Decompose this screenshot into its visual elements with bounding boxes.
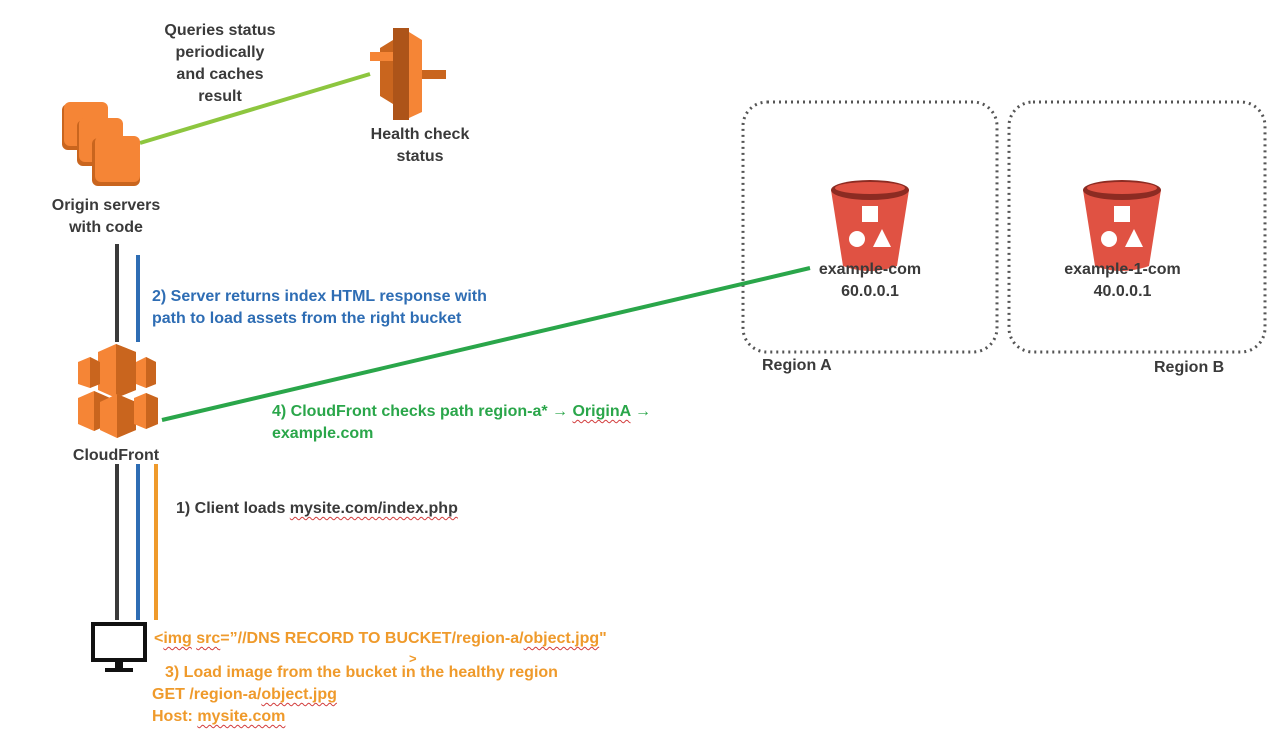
step-3-line: Host: mysite.com xyxy=(152,706,558,728)
health-check-label-line: Health check xyxy=(370,126,470,143)
health-check-label-line: status xyxy=(396,148,444,165)
region-a-box xyxy=(741,100,999,354)
health-check-note-line: periodically xyxy=(175,44,265,61)
img-tag-text: <img src=”//DNS RECORD TO BUCKET/region-… xyxy=(154,628,607,650)
img-tag-part: =”//DNS RECORD TO BUCKET/region-a/ xyxy=(220,630,524,647)
step-3-line: GET /region-a/object.jpg xyxy=(152,684,558,706)
health-check-line xyxy=(139,72,371,145)
bucket-icon-region-b xyxy=(1083,180,1161,271)
step-1-prefix: 1) Client loads xyxy=(176,500,290,517)
step-3-host: Host: xyxy=(152,708,198,725)
step-2-line: 2) Server returns index HTML response wi… xyxy=(152,288,487,305)
origin-servers-label-line: Origin servers xyxy=(51,197,161,214)
bucket-icon-region-a xyxy=(831,180,909,271)
origin-servers-label-line: with code xyxy=(69,219,143,236)
bucket-b-label: example-1-com 40.0.0.1 xyxy=(1045,259,1200,303)
origin-servers-label: Origin servers with code xyxy=(36,195,176,239)
step-3-object: object.jpg xyxy=(261,686,337,703)
origin-a-label: OriginA xyxy=(572,403,631,420)
origin-servers-icon xyxy=(62,102,140,186)
health-check-note-line: and caches xyxy=(176,66,264,83)
step-1-url: mysite.com/index.php xyxy=(289,500,458,517)
bucket-b-ip: 40.0.0.1 xyxy=(1093,283,1152,300)
img-tag-part: object.jpg xyxy=(523,630,600,647)
step-4-text: 4) CloudFront checks path region-a* → Or… xyxy=(272,401,651,445)
cloudfront-label: CloudFront xyxy=(72,447,160,464)
step-4-text-a: 4) CloudFront checks path region-a* → xyxy=(272,403,573,420)
img-tag-part: src xyxy=(196,630,221,647)
step-3-text: 3) Load image from the bucket in the hea… xyxy=(152,662,558,728)
health-check-note-line: result xyxy=(198,88,242,105)
bucket-b-name: example-1-com xyxy=(1064,261,1181,278)
region-b-label: Region B xyxy=(1154,359,1225,376)
step-4-arrow: → xyxy=(630,403,652,420)
cloudfront-icon xyxy=(78,344,158,438)
bucket-a-ip: 60.0.0.1 xyxy=(841,283,899,300)
health-check-note-line: Queries status xyxy=(164,22,276,39)
img-tag-part: < xyxy=(154,630,164,647)
monitor-icon xyxy=(91,622,147,672)
bucket-a-label: example-com 60.0.0.1 xyxy=(795,259,945,303)
region-a-label: Region A xyxy=(762,357,832,374)
step-3-host-value: mysite.com xyxy=(197,708,286,725)
img-tag-part: " xyxy=(599,630,607,647)
bucket-a-name: example-com xyxy=(818,261,922,278)
step-4-line: example.com xyxy=(272,425,374,442)
step-4-line: 4) CloudFront checks path region-a* → Or… xyxy=(272,401,651,423)
step-1-text: 1) Client loads mysite.com/index.php xyxy=(176,498,458,520)
img-tag-close: > xyxy=(409,651,417,666)
health-check-note: Queries status periodically and caches r… xyxy=(150,20,290,108)
step-3-get: GET /region-a/ xyxy=(152,686,262,703)
health-check-label: Health check status xyxy=(350,124,490,168)
step-2-line: path to load assets from the right bucke… xyxy=(152,310,462,327)
cloudfront-to-bucket-line xyxy=(161,266,811,422)
step-3-line: 3) Load image from the bucket in the hea… xyxy=(165,664,558,681)
health-check-icon xyxy=(370,28,446,120)
step-2-text: 2) Server returns index HTML response wi… xyxy=(152,286,487,330)
img-tag-part: img xyxy=(163,630,192,647)
region-b-box xyxy=(1007,100,1267,354)
